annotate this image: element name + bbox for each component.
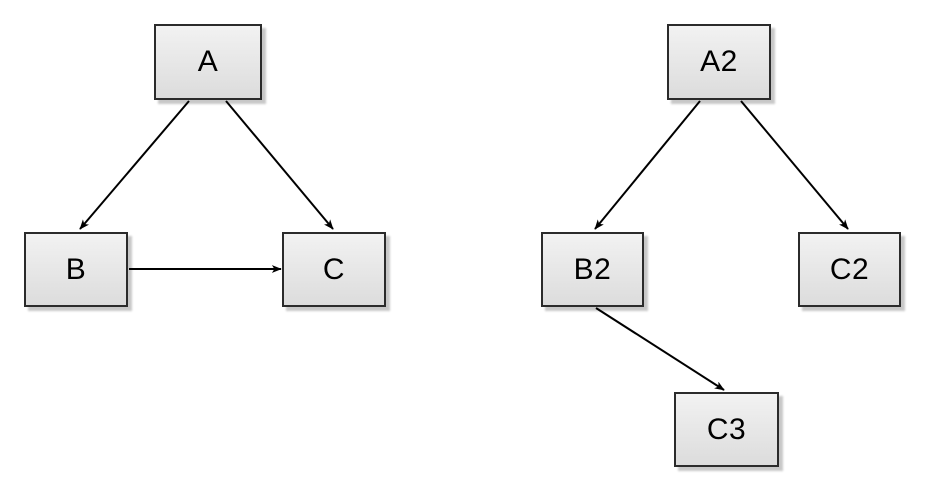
node-label: B2	[573, 252, 612, 286]
node-a[interactable]: A	[154, 24, 262, 100]
edge-a2-to-b2[interactable]	[594, 100, 701, 230]
node-b[interactable]: B	[24, 232, 128, 307]
node-c2[interactable]: C2	[798, 232, 901, 307]
node-label: B	[65, 252, 87, 286]
node-label: C3	[706, 412, 747, 446]
node-b2[interactable]: B2	[541, 232, 644, 307]
node-label: C	[322, 252, 346, 286]
node-label: A2	[700, 45, 738, 78]
edge-b2-to-c3[interactable]	[595, 307, 725, 391]
node-c3[interactable]: C3	[674, 392, 779, 467]
node-a2[interactable]: A2	[667, 24, 771, 100]
edge-a-to-c[interactable]	[225, 100, 334, 230]
edge-a2-to-c2[interactable]	[740, 100, 849, 230]
node-label: A	[197, 45, 219, 78]
node-label: C2	[829, 252, 870, 286]
edges-group	[79, 100, 849, 391]
edge-a-to-b[interactable]	[79, 100, 190, 230]
node-c[interactable]: C	[282, 232, 386, 307]
